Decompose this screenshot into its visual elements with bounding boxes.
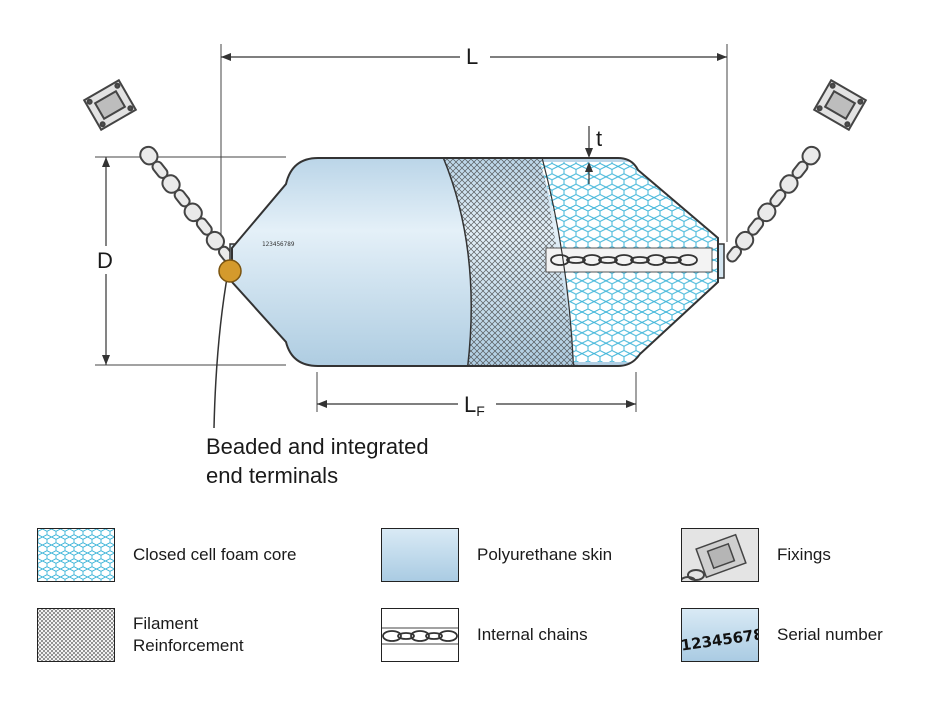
dimension-length: L xyxy=(220,44,728,242)
filament-reinforcement-swatch xyxy=(37,608,115,662)
legend-internal-chains: Internal chains xyxy=(381,608,588,662)
serial-number-label: Serial number xyxy=(777,625,883,644)
fender-body: 123456789 xyxy=(231,157,719,367)
internal-chains-label: Internal chains xyxy=(477,625,588,644)
body-serial-stamp: 123456789 xyxy=(262,241,295,248)
right-fixing-plate xyxy=(812,78,868,132)
fixings-label: Fixings xyxy=(777,545,831,564)
left-fixing-plate xyxy=(82,78,138,132)
dimension-diameter-label: D xyxy=(97,248,113,273)
end-terminal-marker xyxy=(213,259,242,429)
dimension-skin-thickness-label: t xyxy=(596,126,602,151)
filament-reinforcement-label: Filament Reinforcement xyxy=(133,613,244,657)
dimension-foam-length: LF xyxy=(316,372,637,419)
fixings-swatch xyxy=(681,528,759,582)
legend-polyurethane-skin: Polyurethane skin xyxy=(381,528,612,582)
polyurethane-skin-swatch xyxy=(381,528,459,582)
filament-label-line2: Reinforcement xyxy=(133,636,244,655)
end-terminals-line1: Beaded and integrated xyxy=(206,434,429,459)
internal-chains-swatch xyxy=(381,608,459,662)
filament-reinforcement-section xyxy=(440,158,580,366)
dimension-length-label: L xyxy=(466,44,478,69)
serial-number-swatch: 123456789 xyxy=(681,608,759,662)
polyurethane-skin-label: Polyurethane skin xyxy=(477,545,613,564)
filament-label-line1: Filament xyxy=(133,614,199,633)
legend-fixings: Fixings xyxy=(681,528,831,582)
dimension-diameter: D xyxy=(95,156,286,366)
foam-core-label: Closed cell foam core xyxy=(133,545,297,564)
dimension-skin-thickness: t xyxy=(585,126,602,184)
dimension-foam-length-label: LF xyxy=(464,392,485,419)
foam-core-swatch xyxy=(37,528,115,582)
legend-serial-number: 123456789 Serial number xyxy=(681,608,883,662)
legend-foam-core: Closed cell foam core xyxy=(37,528,296,582)
internal-chain-section xyxy=(545,247,713,273)
right-chain xyxy=(726,78,868,263)
end-terminals-callout: Beaded and integrated end terminals xyxy=(206,432,429,490)
fender-outline xyxy=(231,157,719,367)
end-terminals-line2: end terminals xyxy=(206,463,339,488)
left-chain xyxy=(82,78,234,263)
legend-filament-reinforcement: Filament Reinforcement xyxy=(37,608,244,662)
